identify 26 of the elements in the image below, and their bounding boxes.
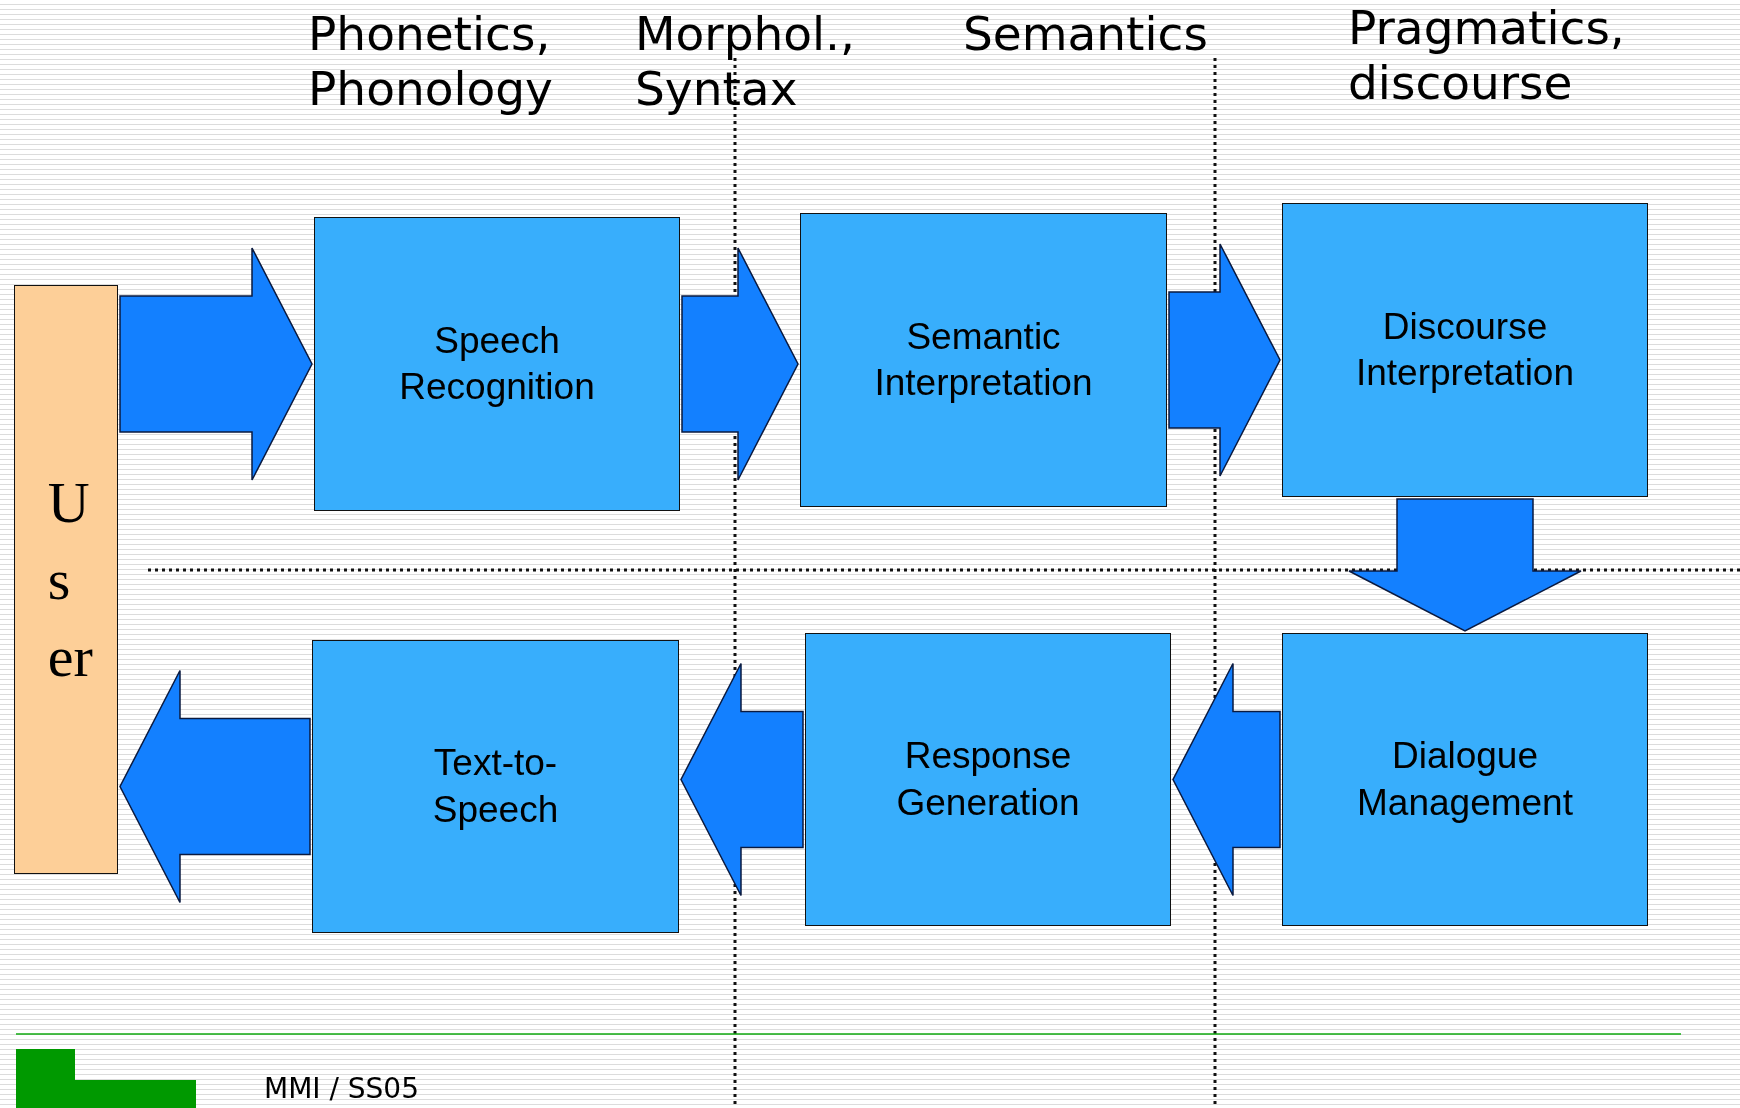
process-box: [312, 640, 679, 933]
block-arrow: [1348, 498, 1582, 632]
block-arrow: [681, 247, 799, 481]
process-box: [805, 633, 1171, 926]
process-label: Text-to-Speech: [431, 741, 560, 832]
process-label: Response Generation: [895, 734, 1081, 825]
process-box: [314, 217, 680, 511]
morphology-heading: Morphol., Syntax: [635, 6, 856, 116]
block-arrow: [1168, 243, 1281, 477]
block-arrow: [119, 247, 313, 481]
process-label: Speech Recognition: [398, 318, 596, 409]
process-box: [1282, 633, 1648, 926]
process-box: [1282, 203, 1648, 497]
process-box: [800, 213, 1167, 507]
block-arrow: [1172, 662, 1281, 897]
phonetics-heading: Phonetics, Phonology: [308, 6, 554, 116]
user-box: [14, 285, 118, 874]
process-label: Discourse Interpretation: [1355, 304, 1575, 395]
block-arrow: [680, 662, 804, 897]
block-arrow: [119, 669, 311, 904]
footer-text: MMI / SS05: [264, 1073, 419, 1106]
process-label: Semantic Interpretation: [873, 314, 1094, 405]
process-label: Dialogue Management: [1356, 734, 1574, 825]
pragmatics-heading: Pragmatics, discourse: [1348, 0, 1626, 110]
user-label: User: [47, 468, 94, 692]
semantics-heading: Semantics: [963, 6, 1209, 61]
